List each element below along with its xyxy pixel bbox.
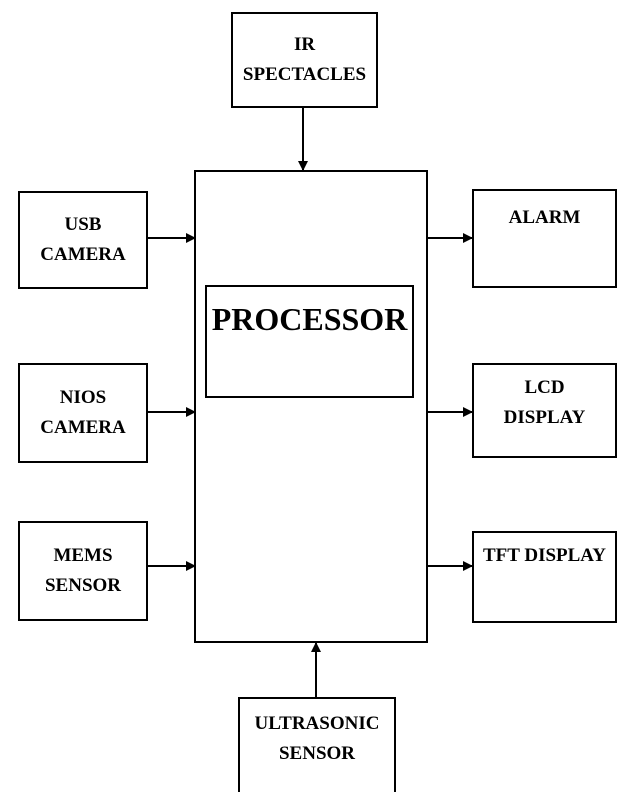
ultrasonic-sensor-block: ULTRASONIC SENSOR [238, 697, 396, 792]
ir-spectacles-block: IR SPECTACLES [231, 12, 378, 108]
mems-sensor-label-line1: MEMS [53, 545, 113, 566]
processor-label-box: PROCESSOR [205, 285, 414, 398]
nios-camera-label-line2: CAMERA [40, 417, 126, 438]
processor-label: PROCESSOR [211, 301, 408, 337]
usb-camera-label-line2: CAMERA [40, 244, 126, 265]
usb-camera-label-line1: USB [64, 214, 102, 235]
tft-display-label: TFT DISPLAY [482, 545, 607, 566]
lcd-display-label-line1: LCD [524, 377, 565, 398]
nios-camera-block: NIOS CAMERA [18, 363, 148, 463]
ir-spectacles-label-line1: IR [293, 34, 316, 55]
alarm-block: ALARM [472, 189, 617, 288]
alarm-label: ALARM [508, 207, 581, 228]
usb-camera-block: USB CAMERA [18, 191, 148, 289]
processor-block [194, 170, 428, 643]
mems-sensor-label-line2: SENSOR [44, 575, 122, 596]
ultrasonic-sensor-label-line2: SENSOR [278, 742, 356, 764]
lcd-display-label-line2: DISPLAY [503, 407, 586, 428]
ultrasonic-sensor-label-line1: ULTRASONIC [254, 712, 380, 734]
lcd-display-block: LCD DISPLAY [472, 363, 617, 458]
nios-camera-label-line1: NIOS [59, 387, 107, 408]
mems-sensor-block: MEMS SENSOR [18, 521, 148, 621]
tft-display-block: TFT DISPLAY [472, 531, 617, 623]
ir-spectacles-label-line2: SPECTACLES [242, 64, 367, 85]
